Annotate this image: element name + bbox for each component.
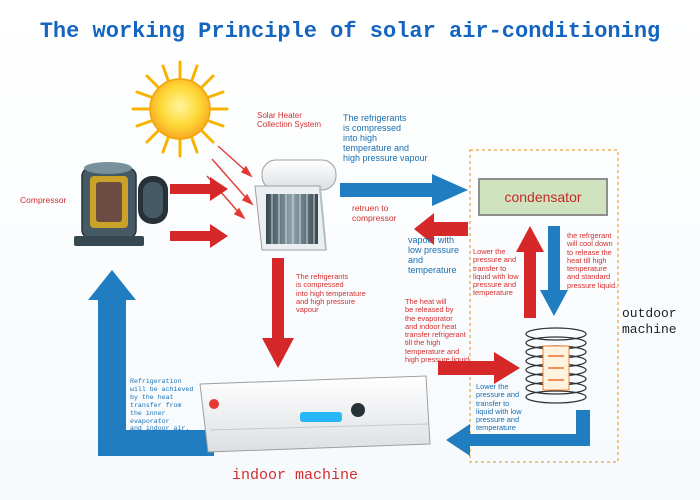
page-title: The working Principle of solar air-condi…	[39, 19, 661, 44]
arrow-heater-to-indoor	[262, 258, 294, 368]
arrow-compressor-to-heater-top	[170, 177, 228, 201]
heat-released-note: The heat will be released by the evapora…	[405, 297, 470, 364]
refrigerants-compressed-top-note: The refrigerants is compressed into high…	[343, 113, 428, 164]
sun-icon	[131, 60, 229, 158]
arrow-heater-to-condensator	[340, 174, 468, 206]
arrow-coil-to-condensator	[516, 226, 544, 318]
solar-heater-label: Solar Heater Collection System	[257, 111, 322, 129]
condensator-label: condensator	[504, 189, 582, 205]
compressor-label: Compressor	[20, 195, 67, 205]
refrigeration-note: Refrigeration will be achieved by the he…	[130, 378, 194, 433]
refrigerants-compressed-mid-note: The refrigerants is compressed into high…	[296, 272, 366, 315]
arrow-to-evaporator	[438, 352, 520, 384]
evaporator-coil	[525, 327, 587, 404]
arrow-indoor-to-compressor	[88, 270, 214, 456]
condensator-box: condensator	[478, 178, 608, 216]
arrow-coil-to-indoor	[446, 410, 590, 456]
sunlight-rays	[206, 145, 254, 220]
outdoor-machine-label: outdoor machine	[622, 306, 677, 338]
outdoor-machine-frame	[469, 149, 619, 463]
compressor-unit	[74, 162, 168, 246]
lower-pressure-top-note: Lower the pressure and transfer to liqui…	[473, 247, 519, 298]
lower-pressure-bottom-note: Lower the pressure and transfer to liqui…	[476, 382, 522, 433]
indoor-ac-unit	[199, 375, 431, 453]
vapour-low-pressure-note: vapour with low pressure and temperature	[408, 235, 460, 276]
arrow-return-to-compressor	[414, 213, 468, 245]
refrigerant-cool-note: the refrgerant will cool down to release…	[567, 231, 618, 290]
solar-heater-panel	[254, 159, 337, 251]
indoor-machine-label: indoor machine	[232, 467, 359, 484]
arrow-compressor-to-heater-bottom	[170, 224, 228, 248]
return-to-compressor-label: retruen to compressor	[352, 203, 397, 223]
arrow-condensator-to-coil	[540, 226, 568, 316]
